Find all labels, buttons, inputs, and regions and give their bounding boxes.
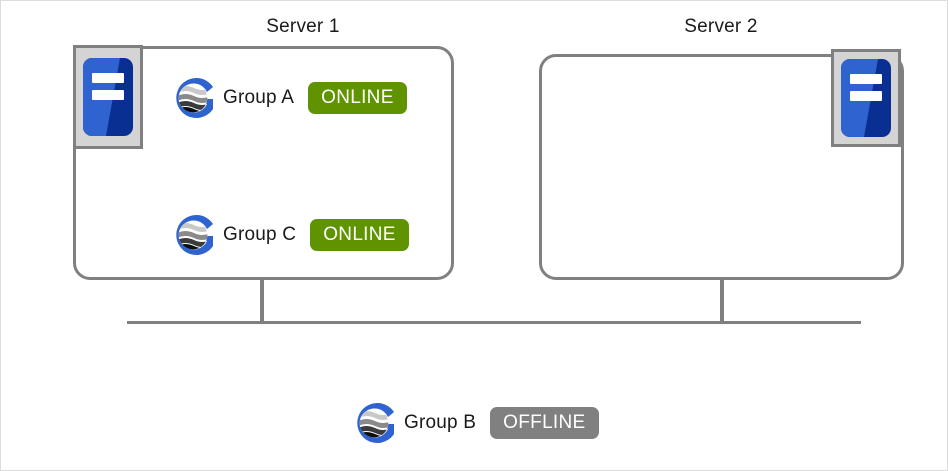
group-row-c[interactable]: Group C ONLINE xyxy=(169,209,409,261)
server-2-machine-icon xyxy=(831,49,901,147)
server-slot-bar-2 xyxy=(850,91,882,101)
server-chassis xyxy=(841,59,891,137)
server-1-machine-icon xyxy=(73,45,143,149)
server-chassis xyxy=(83,58,133,136)
group-c-status-badge[interactable]: ONLINE xyxy=(310,219,409,251)
group-b-status-badge[interactable]: OFFLINE xyxy=(490,407,599,439)
server-slot-bar-1 xyxy=(850,74,882,84)
group-a-label: Group A xyxy=(223,87,295,108)
server-slot-bar-1 xyxy=(92,73,124,83)
network-bus-line xyxy=(127,321,861,324)
server-slot-bar-2 xyxy=(92,90,124,100)
group-c-label: Group C xyxy=(223,224,297,245)
group-globe-icon xyxy=(176,215,213,255)
server-2-drop-line xyxy=(720,279,724,324)
group-globe-icon xyxy=(176,78,213,118)
group-row-b[interactable]: Group B OFFLINE xyxy=(350,397,599,449)
server-2-title: Server 2 xyxy=(684,16,758,37)
group-b-label: Group B xyxy=(404,412,477,433)
group-a-status-badge[interactable]: ONLINE xyxy=(308,82,407,114)
server-1-drop-line xyxy=(260,279,264,324)
server-1-title: Server 1 xyxy=(266,16,340,37)
group-globe-icon xyxy=(357,403,394,443)
group-row-a[interactable]: Group A ONLINE xyxy=(169,72,407,124)
